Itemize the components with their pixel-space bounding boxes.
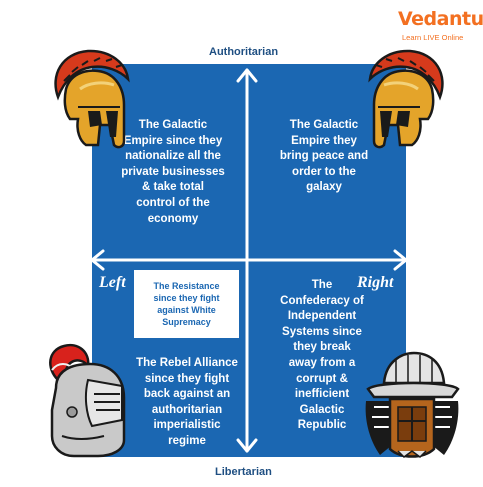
text-line: since they fight: [144, 372, 230, 385]
text-line: Independent: [287, 310, 357, 323]
text-line: control of the: [136, 196, 210, 209]
right-arrowhead: [393, 249, 408, 271]
text-line: The Resistance: [153, 281, 220, 291]
axis-label-right: Right: [357, 274, 394, 291]
text-line: regime: [168, 434, 206, 447]
text-line: inefficient: [294, 388, 350, 401]
text-line: The Galactic: [138, 119, 208, 131]
text-line: authoritarian: [151, 403, 223, 416]
quadrant-top-right-text: The Galactic Empire they bring peace and…: [264, 118, 384, 196]
text-line: The Galactic: [289, 119, 359, 131]
text-line: private businesses: [121, 165, 225, 178]
text-line: Empire they: [291, 134, 357, 147]
down-arrowhead: [236, 438, 258, 453]
text-line: since they fight: [153, 293, 220, 303]
axis-label-libertarian: Libertarian: [215, 466, 272, 478]
quadrant-top-left-text: The Galactic Empire since they nationali…: [112, 118, 234, 227]
text-line: against White: [157, 305, 216, 315]
text-line: Confederacy of: [280, 294, 364, 307]
text-line: Supremacy: [162, 317, 211, 327]
text-line: Republic: [297, 419, 347, 432]
text-line: economy: [147, 212, 199, 225]
text-line: The Rebel Alliance: [136, 357, 238, 369]
text-line: imperialistic: [153, 419, 221, 432]
up-arrowhead: [236, 68, 258, 83]
text-line: The: [311, 279, 333, 291]
axis-label-left: Left: [99, 274, 126, 291]
logo-wordmark: Vedantu: [398, 8, 483, 30]
text-line: Empire since they: [123, 134, 223, 147]
knight-helmet-icon: [49, 343, 126, 458]
left-arrowhead: [90, 249, 105, 271]
quadrant-bottom-left-text: The Rebel Alliance since they fight back…: [128, 356, 246, 450]
text-line: order to the: [292, 165, 356, 178]
text-line: they break: [293, 341, 351, 354]
text-line: away from a: [288, 356, 356, 369]
text-line: nationalize all the: [125, 150, 221, 163]
quadrant-bottom-right-text: The Confederacy of Independent Systems s…: [262, 278, 382, 434]
text-line: Systems since: [282, 325, 362, 338]
text-line: Galactic: [299, 403, 345, 416]
axis-label-authoritarian: Authoritarian: [209, 46, 279, 58]
text-line: & take total: [142, 181, 204, 194]
vedantu-logo: Vedantu Learn LIVE Online: [398, 8, 483, 44]
text-line: back against an: [143, 388, 231, 401]
logo-tagline: Learn LIVE Online: [402, 33, 464, 42]
spartan-helmet-icon: [54, 49, 130, 149]
resistance-callout-box: The Resistance since they fight against …: [134, 270, 239, 338]
text-line: corrupt &: [296, 372, 348, 385]
text-line: bring peace and: [279, 150, 369, 163]
text-line: galaxy: [306, 181, 342, 194]
spartan-helmet-icon: [368, 49, 444, 149]
samurai-helmet-icon: [365, 351, 460, 458]
